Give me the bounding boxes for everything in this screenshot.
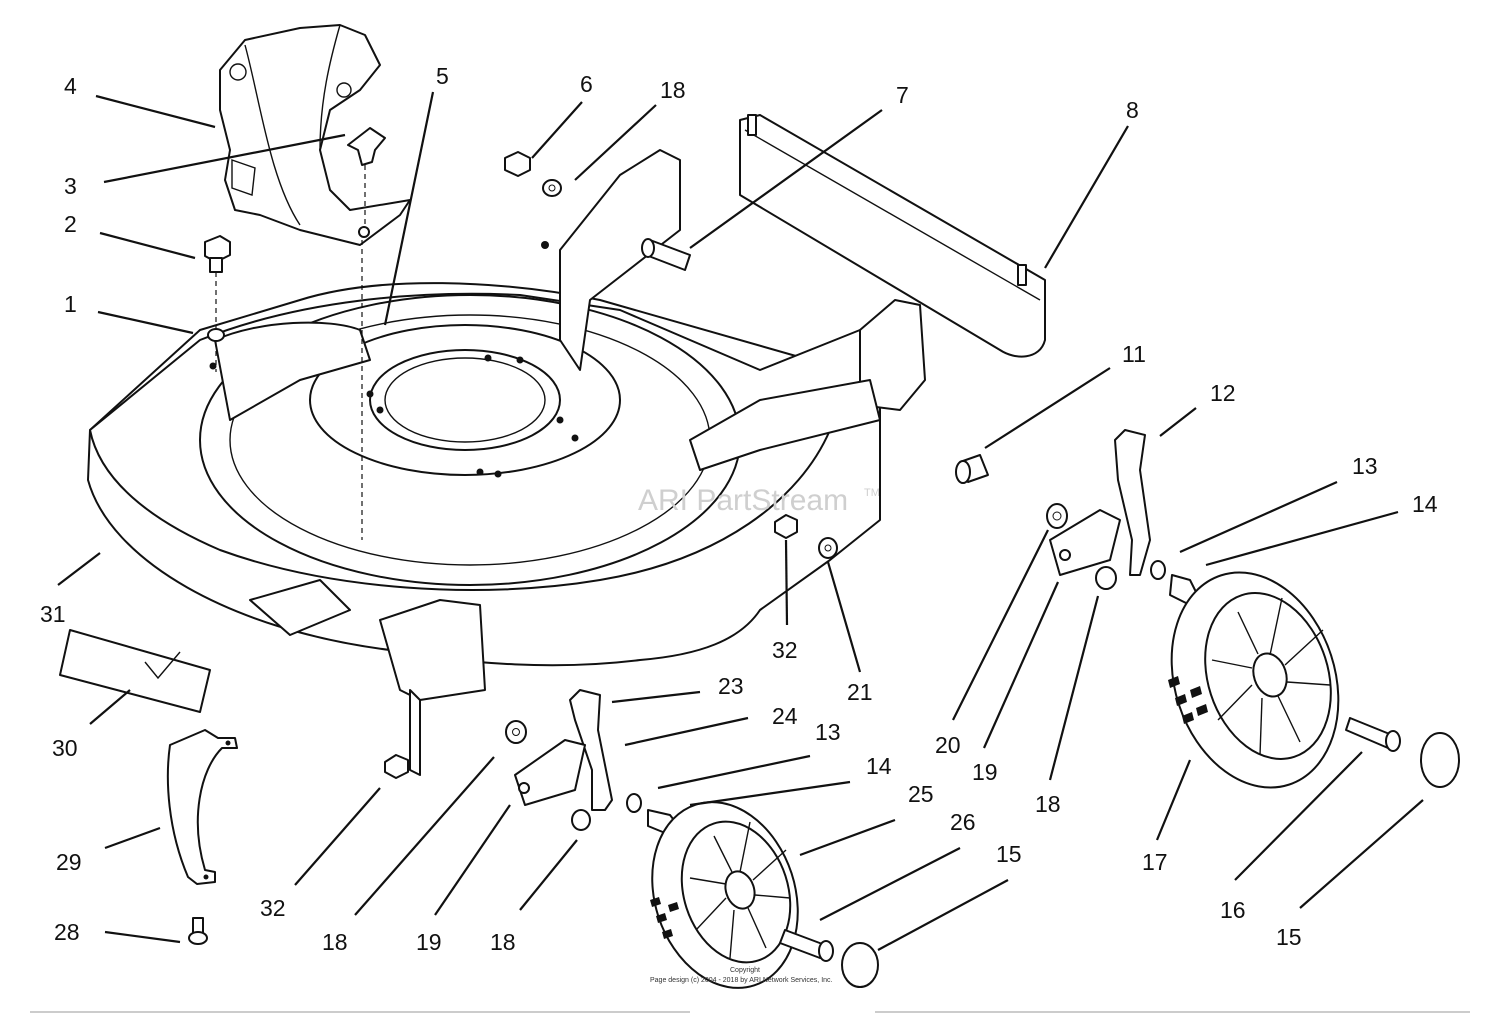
part-label: 7 (896, 82, 909, 108)
bracket-screw (188, 917, 208, 945)
part-label: 12 (1210, 380, 1236, 406)
part-label: 23 (718, 673, 744, 699)
part-label: 26 (950, 809, 976, 835)
part-label: 3 (64, 173, 77, 199)
part-label: 25 (908, 781, 934, 807)
bolt-and-washer (204, 235, 231, 372)
leader-lines (57, 91, 1424, 951)
part-label: 28 (54, 919, 80, 945)
part-label: 19 (416, 929, 442, 955)
part-label: 8 (1126, 97, 1139, 123)
part-label: 32 (260, 895, 286, 921)
part-label: 15 (996, 841, 1022, 867)
part-label: 13 (1352, 453, 1378, 479)
deflector-knob (347, 127, 386, 238)
part-label: 29 (56, 849, 82, 875)
part-label: 18 (1035, 791, 1061, 817)
rear-trailing-shield (739, 114, 1046, 358)
part-label: 13 (815, 719, 841, 745)
mower-deck-housing (87, 149, 926, 776)
watermark-text: ARI PartStream (638, 484, 848, 517)
part-label: 14 (1412, 491, 1438, 517)
part-label: 18 (322, 929, 348, 955)
copyright-line-1: Copyright (730, 967, 760, 974)
copyright-line-2: Page design (c) 2004 - 2018 by ARI Netwo… (650, 977, 833, 984)
part-labels: 4 3 5 2 1 6 18 7 8 11 12 13 14 31 32 21 … (40, 63, 1438, 955)
part-label: 31 (40, 601, 66, 627)
part-label: 6 (580, 71, 593, 97)
front-wheel-assembly (384, 689, 879, 989)
part-label: 24 (772, 703, 798, 729)
chute-bracket (166, 729, 238, 885)
part-label: 16 (1220, 897, 1246, 923)
watermark-trademark: TM (864, 487, 880, 499)
part-label: 30 (52, 735, 78, 761)
part-label: 19 (972, 759, 998, 785)
rear-wheel-assembly (955, 429, 1460, 789)
part-label: 2 (64, 211, 77, 237)
part-label: 14 (866, 753, 892, 779)
decal (59, 579, 351, 713)
part-label: 4 (64, 73, 77, 99)
part-label: 18 (490, 929, 516, 955)
part-label: 21 (847, 679, 873, 705)
mid-nut-washer (774, 514, 838, 559)
part-label: 11 (1122, 341, 1146, 367)
part-label: 15 (1276, 924, 1302, 950)
upper-nut-washer (504, 151, 562, 197)
pivot-pin (641, 238, 691, 271)
part-label: 32 (772, 637, 798, 663)
part-label: 1 (64, 291, 77, 317)
discharge-deflector (219, 24, 411, 246)
part-label: 5 (436, 63, 449, 89)
part-label: 18 (660, 77, 686, 103)
part-label: 17 (1142, 849, 1168, 875)
part-label: 20 (935, 732, 961, 758)
